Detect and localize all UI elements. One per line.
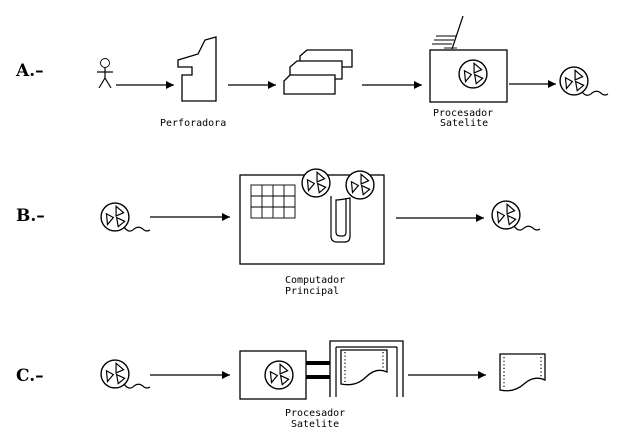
main-computer [239,168,385,265]
main-computer-reel-1-icon [301,168,331,198]
satellite-a-label-line1: Procesador [433,108,493,119]
satellite-a-label-line2: Satelite [440,118,488,129]
main-computer-label-line2: Principal [285,286,339,297]
printed-report-icon [499,353,546,392]
row-b: B.– Computador Principal [16,168,541,297]
perforadora-machine-icon [177,36,217,102]
row-b-label: B.– [16,206,45,226]
satellite-processor-c [239,350,307,400]
satellite-printer-connector [306,361,330,379]
output-tape-reel-b-icon [491,200,541,231]
output-tape-reel-icon [559,66,609,96]
main-computer-label-line1: Computador [285,275,345,286]
satellite-a-reel-icon [458,59,488,89]
row-a: A.– Perforadora [15,15,609,129]
main-computer-keypad [250,184,296,219]
satellite-a-feed-lines [432,15,464,50]
satellite-c-label-line1: Procesador [285,408,345,419]
punched-cards-icon [283,49,353,95]
main-computer-tape-loop [330,196,351,243]
input-tape-reel-icon [100,202,151,232]
satellite-processor-a [429,15,508,103]
input-tape-reel-c-icon [100,359,151,389]
row-c: C.– Procesador Satelite [16,340,546,430]
row-a-label: A.– [15,61,44,81]
main-computer-reel-2-icon [345,170,375,200]
operator-person-icon [97,58,113,89]
satellite-c-label-line2: Satelite [291,419,339,430]
printer-icon [329,340,404,397]
perforadora-label: Perforadora [160,118,226,129]
row-c-label: C.– [16,366,44,386]
satellite-c-reel-icon [264,360,294,390]
